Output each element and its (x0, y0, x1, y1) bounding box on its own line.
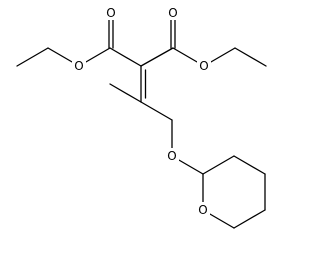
atom-o-ester-right: O (197, 58, 211, 73)
bond-c-alpha-c-carbonyl-right (140, 47, 174, 67)
bond-c-alpha-c-carbonyl-left (109, 47, 142, 67)
atom-o-ester-left: O (72, 58, 86, 73)
bond-ring-c3-c4 (233, 155, 266, 175)
atom-o-carbonyl-right: O (166, 5, 180, 20)
atom-o-ester-left-label: O (74, 59, 83, 73)
bond-c-beta-ch2 (140, 101, 173, 121)
atom-o-ring-label: O (198, 203, 207, 217)
atom-o-ester-right-label: O (199, 59, 208, 73)
structure-canvas: O O O O O O (16, 5, 267, 229)
molecule-structure: O O O O O O (16, 5, 267, 229)
bond-c-beta-methyl (109, 83, 142, 103)
bond-ch2-ch3-right (234, 47, 267, 67)
atom-o-ether-label: O (167, 149, 176, 163)
atom-o-carbonyl-right-label: O (168, 6, 177, 20)
bond-layer (16, 19, 267, 229)
bond-ch2-ch3-left (16, 47, 49, 67)
atom-label-layer: O O O O O O (72, 5, 211, 217)
atom-o-carbonyl-left-label: O (106, 6, 115, 20)
bond-ring-c5-c6 (233, 209, 266, 229)
atom-o-ether: O (165, 148, 179, 163)
atom-o-ring: O (196, 202, 210, 217)
bond-ring-c2-c3 (202, 155, 235, 175)
atom-o-carbonyl-left: O (104, 5, 118, 20)
